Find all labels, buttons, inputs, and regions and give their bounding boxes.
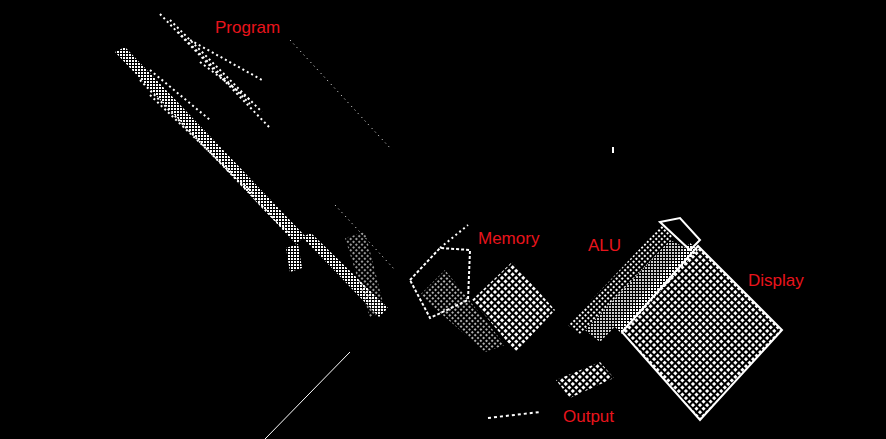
display-grid bbox=[614, 243, 782, 420]
part-label: Display bbox=[746, 271, 806, 291]
memory-grid bbox=[410, 225, 555, 352]
part-label: ALU bbox=[586, 236, 623, 256]
data-band bbox=[115, 47, 388, 439]
part-label: Program bbox=[213, 18, 282, 38]
part-label: Memory bbox=[476, 229, 541, 249]
part-label: Output bbox=[561, 407, 616, 427]
